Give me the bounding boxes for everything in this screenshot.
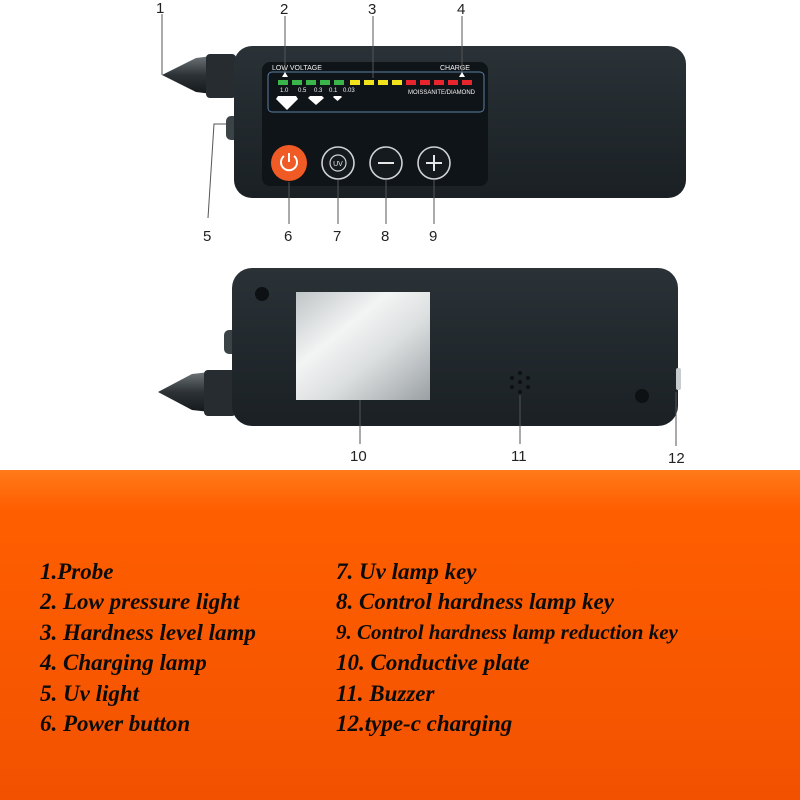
hardness-led [350,80,360,85]
power-icon [280,155,298,172]
screw-hole [255,287,269,301]
hardness-led [420,80,430,85]
legend-item: 5. Uv light [40,681,140,706]
callout-4: 4 [457,1,465,18]
charge-label: CHARGE [440,65,470,72]
hardness-led [320,80,330,85]
conductive-plate [296,292,430,400]
callout-10: 10 [350,448,367,465]
legend-item: 10. Conductive plate [336,650,530,675]
scale-label: 0.5 [298,88,307,94]
plus-icon [426,155,442,171]
diamond-icon [333,96,342,101]
callout-3: 3 [368,1,376,18]
callout-7: 7 [333,228,341,245]
buzzer-grille [510,371,530,394]
diamond-icon [276,96,298,110]
hardness-led [278,80,288,85]
callout-6: 6 [284,228,292,245]
type-c-port [676,368,681,390]
legend-item: 2. Low pressure light [40,589,240,614]
device-diagram: LOW VOLTAGE CHARGE 1.0 0.5 0.3 0.1 0.03 … [156,0,686,467]
callout-12: 12 [668,450,685,467]
device-back [158,268,681,426]
legend-item: 12.type-c charging [336,711,513,736]
uv-button[interactable]: UV [321,146,355,180]
hardness-led [378,80,388,85]
hardness-led [292,80,302,85]
legend-item: 7. Uv lamp key [336,559,477,584]
hardness-led [306,80,316,85]
legend-item: 6. Power button [40,711,191,736]
uv-label: UV [333,161,343,168]
callout-5: 5 [203,228,211,245]
callout-9: 9 [429,228,437,245]
legend-item: 11. Buzzer [336,681,435,706]
plus-button[interactable] [417,146,451,180]
diamond-icon [308,96,324,105]
power-button[interactable] [271,145,307,181]
device-front: LOW VOLTAGE CHARGE 1.0 0.5 0.3 0.1 0.03 … [162,46,686,198]
scale-label: 0.03 [343,88,355,94]
callout-lines [161,14,677,446]
hardness-led [364,80,374,85]
probe-back [158,372,210,412]
hardness-led-row [278,80,472,85]
scale-label: 0.3 [314,88,323,94]
gem-label: MOISSANITE/DIAMOND [408,90,476,96]
callout-11: 11 [511,448,527,465]
hardness-led [434,80,444,85]
legend-item: 9. Control hardness lamp reduction key [336,620,678,644]
scale-label: 0.1 [329,88,338,94]
minus-button[interactable] [369,146,403,180]
legend-item: 1.Probe [40,559,114,584]
scale-label: 1.0 [280,88,289,94]
callout-1: 1 [156,0,164,17]
callout-2: 2 [280,1,288,18]
screw-hole [635,389,649,403]
hardness-led [462,80,472,85]
low-voltage-label: LOW VOLTAGE [272,65,322,72]
hardness-led [392,80,402,85]
legend-item: 8. Control hardness lamp key [336,589,614,614]
hardness-led [334,80,344,85]
probe [162,56,212,94]
callout-numbers: 1 2 3 4 5 6 7 8 9 10 11 12 [156,0,685,467]
legend-panel: 1.Probe 2. Low pressure light 3. Hardnes… [0,470,800,800]
hardness-led [448,80,458,85]
hardness-led [406,80,416,85]
callout-8: 8 [381,228,389,245]
legend-item: 3. Hardness level lamp [40,620,256,645]
legend-item: 4. Charging lamp [40,650,207,675]
probe-collar [206,54,236,98]
